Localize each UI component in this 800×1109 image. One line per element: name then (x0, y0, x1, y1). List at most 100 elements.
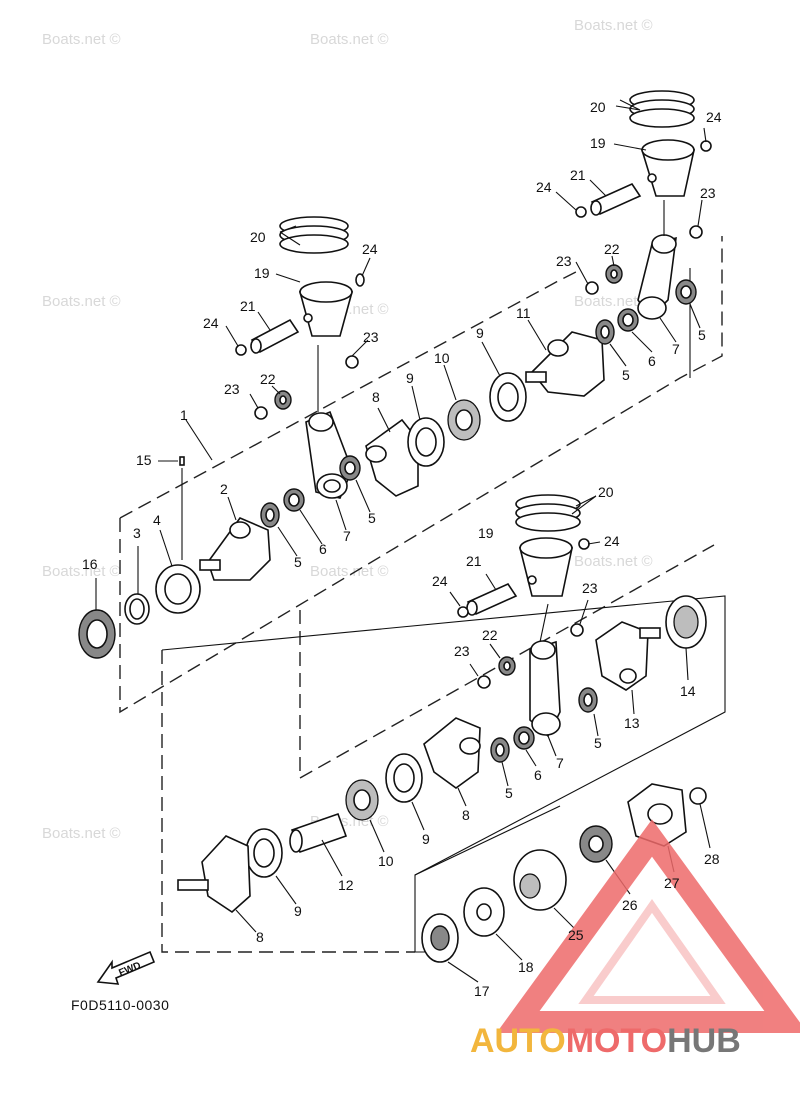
washer-23-lower-a (570, 623, 584, 637)
label-13: 13 (624, 715, 640, 731)
brand-part-hub: HUB (667, 1022, 741, 1060)
label-23: 23 (700, 185, 716, 201)
watermark: Boats.net © (574, 293, 653, 310)
label-11: 11 (516, 305, 531, 321)
upper-assembly-outline (119, 236, 723, 714)
label-24: 24 (706, 109, 722, 125)
label-23: 23 (363, 329, 379, 345)
crank-web-13 (595, 621, 661, 691)
piston-pin-upper-left (250, 318, 300, 354)
watermark: Boats.net © (574, 553, 653, 570)
washer-upper-left-b (254, 406, 268, 420)
piston-rings-upper-left (279, 216, 349, 254)
needle-bearing-upper-left (274, 390, 292, 410)
label-5: 5 (622, 367, 630, 383)
label-21: 21 (240, 298, 256, 314)
connecting-rod-upper-left (305, 410, 353, 499)
label-12: 12 (338, 877, 354, 893)
clip-upper-right-b (700, 140, 712, 152)
label-15: 15 (136, 452, 152, 468)
label-9: 9 (406, 370, 414, 386)
label-18: 18 (518, 959, 534, 975)
label-3: 3 (133, 525, 141, 541)
middle-assembly-outline (299, 544, 715, 780)
label-7: 7 (343, 528, 351, 544)
clip-upper-left-a (235, 344, 247, 356)
needle-bearing-22-upper-right (605, 264, 623, 284)
label-22: 22 (604, 241, 620, 257)
part-labels: 20 24 19 21 24 23 23 22 1 15 2 3 4 16 5 … (82, 99, 722, 999)
label-9: 9 (294, 903, 302, 919)
label-23: 23 (224, 381, 240, 397)
tube-12 (289, 812, 348, 854)
diagram-code: F0D5110-0030 (71, 997, 170, 1013)
label-20: 20 (590, 99, 606, 115)
label-8: 8 (256, 929, 264, 945)
washer-upper-left-a (345, 355, 359, 369)
label-24: 24 (362, 241, 378, 257)
label-28: 28 (704, 851, 720, 867)
label-22: 22 (482, 627, 498, 643)
bearing-6-lower (513, 726, 535, 750)
label-21: 21 (570, 167, 586, 183)
crank-web-8-lower-left (177, 835, 251, 914)
label-24: 24 (536, 179, 552, 195)
upper-assembly-outline-top (119, 269, 581, 519)
bearing-9-lower-a (385, 753, 423, 803)
label-20: 20 (598, 484, 614, 500)
label-26: 26 (622, 897, 638, 913)
label-24: 24 (203, 315, 219, 331)
bearing-10-lower (345, 779, 379, 821)
piston-upper-right (640, 139, 695, 197)
spacer-18 (463, 887, 505, 937)
needle-bearing-5-upper-left (260, 502, 280, 528)
label-20: 20 (250, 229, 266, 245)
bearing-9-lower-b (245, 828, 283, 878)
label-10: 10 (434, 350, 450, 366)
label-16: 16 (82, 556, 98, 572)
bearing-6-upper-right (617, 308, 639, 332)
label-10: 10 (378, 853, 394, 869)
needle-bearing-5-upper-mid (339, 455, 361, 481)
bearing-10-upper (447, 399, 481, 441)
label-19: 19 (478, 525, 494, 541)
coupling-group-edge (414, 805, 561, 876)
fwd-label: FWD (117, 960, 142, 979)
clip-upper-left-b (355, 273, 365, 287)
label-5: 5 (698, 327, 706, 343)
clip-lower-b (578, 538, 590, 550)
coupling-25 (513, 849, 567, 911)
crank-web-2 (199, 517, 271, 581)
lower-assembly-solid-outline (161, 595, 726, 953)
oil-seal-16 (78, 609, 116, 659)
watermark: Boats.net © (310, 31, 389, 48)
needle-bearing-22-lower (498, 656, 516, 676)
needle-bearing-5-lower-right (578, 687, 598, 713)
watermark: Boats.net © (42, 31, 121, 48)
clip-upper-right-a (575, 206, 587, 218)
watermark: Boats.net © (310, 563, 389, 580)
watermark: Boats.net © (574, 17, 653, 34)
needle-bearing-5-upper-right-a (595, 319, 615, 345)
watermark: Boats.net © (42, 825, 121, 842)
label-8: 8 (462, 807, 470, 823)
label-7: 7 (556, 755, 564, 771)
watermark: Boats.net © (42, 293, 121, 310)
watermarks: Boats.net © Boats.net © Boats.net © Boat… (42, 17, 653, 842)
label-4: 4 (153, 512, 161, 528)
fwd-arrow-icon: FWD (96, 950, 156, 985)
label-5: 5 (594, 735, 602, 751)
bearing-6-upper-left (283, 488, 305, 512)
bearing-9-upper-b (489, 372, 527, 422)
ring-28 (689, 787, 707, 805)
watermark: Boats.net © (42, 563, 121, 580)
label-5: 5 (294, 554, 302, 570)
label-9: 9 (476, 325, 484, 341)
label-9: 9 (422, 831, 430, 847)
washer-23-lower-b (477, 675, 491, 689)
brand-wordmark: AUTOMOTOHUB (470, 1022, 741, 1061)
label-2: 2 (220, 481, 228, 497)
label-5: 5 (368, 510, 376, 526)
piston-pin-upper-right (590, 182, 642, 216)
